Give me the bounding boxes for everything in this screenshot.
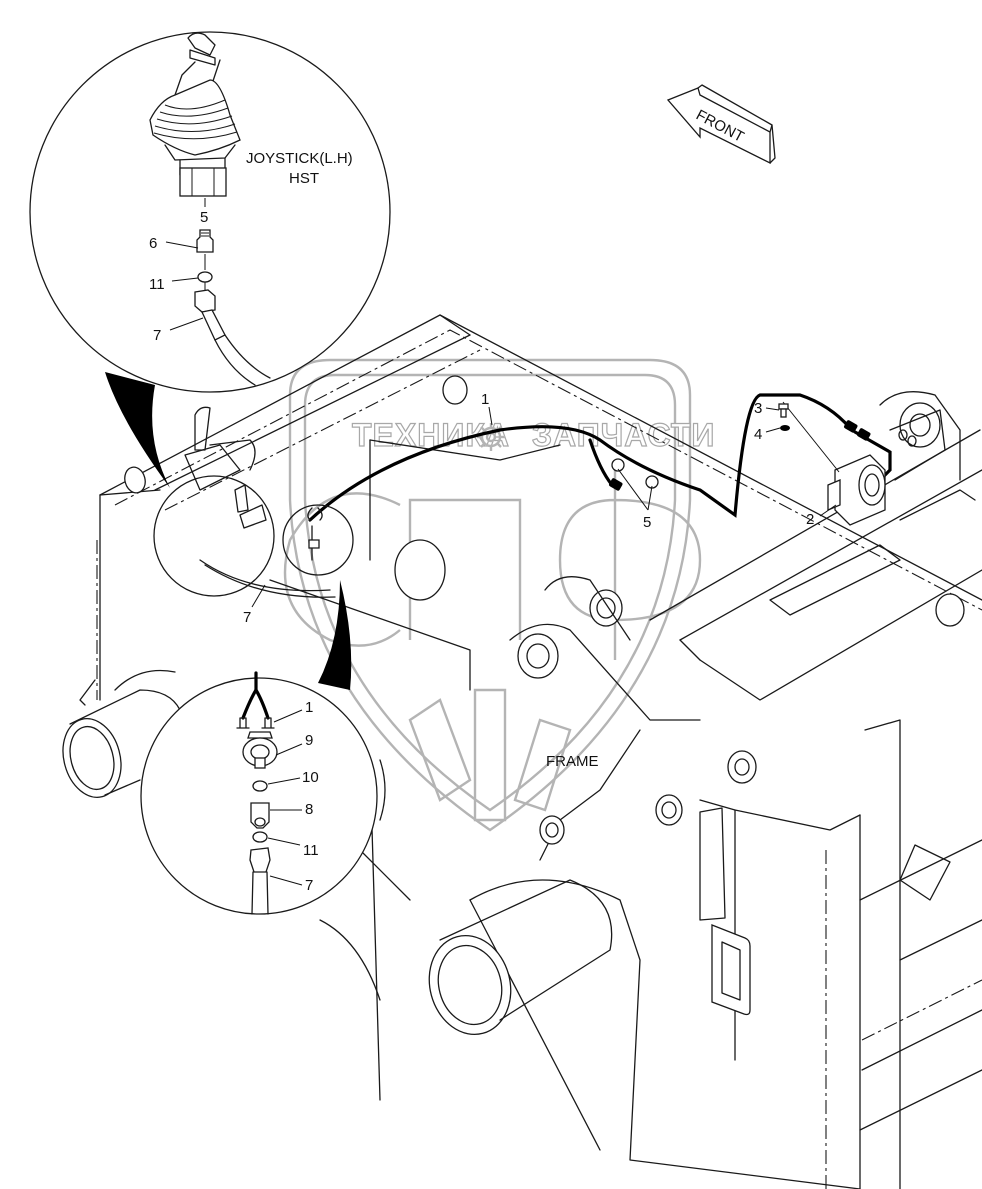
detail-circle-switch <box>140 677 378 915</box>
callout-2: 2 <box>806 511 814 528</box>
callout-7-main: 7 <box>243 609 251 626</box>
detail-joystick: JOYSTICK(L.H) HST 5 6 11 7 <box>29 31 391 393</box>
callout-9: 9 <box>305 732 313 749</box>
callout-10: 10 <box>302 769 319 786</box>
watermark-right-text: ЗАПЧАСТИ <box>532 417 715 453</box>
joystick-label: JOYSTICK(L.H) <box>246 150 353 167</box>
callout-4: 4 <box>754 426 762 443</box>
detail-pressure-switch: 1 9 10 8 11 7 <box>140 671 378 915</box>
watermark-logo-f <box>558 470 702 660</box>
watermark-feather-1 <box>408 698 472 802</box>
callout-7-detail: 7 <box>305 877 313 894</box>
callout-3: 3 <box>754 400 762 417</box>
main-callouts: 1 2 3 4 5 7 FRAME <box>243 391 837 770</box>
callout-8: 8 <box>305 801 313 818</box>
watermark-feather-2 <box>473 688 507 822</box>
washer-part-4 <box>780 425 790 431</box>
connector-socket <box>857 428 871 441</box>
joystick-sublabel: HST <box>289 170 319 187</box>
callout-11-detail: 11 <box>303 842 319 859</box>
front-direction-arrow: FRONT <box>666 84 776 165</box>
detail-pointer-bottom <box>318 580 352 690</box>
detail-circle-joystick <box>29 31 391 393</box>
callout-5-main: 5 <box>643 514 651 531</box>
callout-1: 1 <box>481 391 489 408</box>
watermark-logo-c <box>283 492 401 647</box>
frame-label: FRAME <box>546 753 599 770</box>
callout-5: 5 <box>200 209 208 226</box>
connector-plug <box>844 420 858 433</box>
joystick-main-view <box>153 406 354 598</box>
detail-circle-joystick-small <box>153 475 275 597</box>
alarm-assembly <box>778 401 946 526</box>
cable-clamp <box>611 458 625 472</box>
callout-11: 11 <box>149 276 165 293</box>
detail-pointer-top <box>105 372 170 488</box>
bolt-part-3 <box>778 403 789 418</box>
callout-7: 7 <box>153 327 161 344</box>
connector-plug <box>609 478 623 491</box>
detail-circle-switch-small <box>282 504 354 576</box>
wire-harness <box>308 393 892 522</box>
callout-6: 6 <box>149 235 157 252</box>
watermark-feather-3 <box>513 718 572 812</box>
callout-1-detail: 1 <box>305 699 313 716</box>
